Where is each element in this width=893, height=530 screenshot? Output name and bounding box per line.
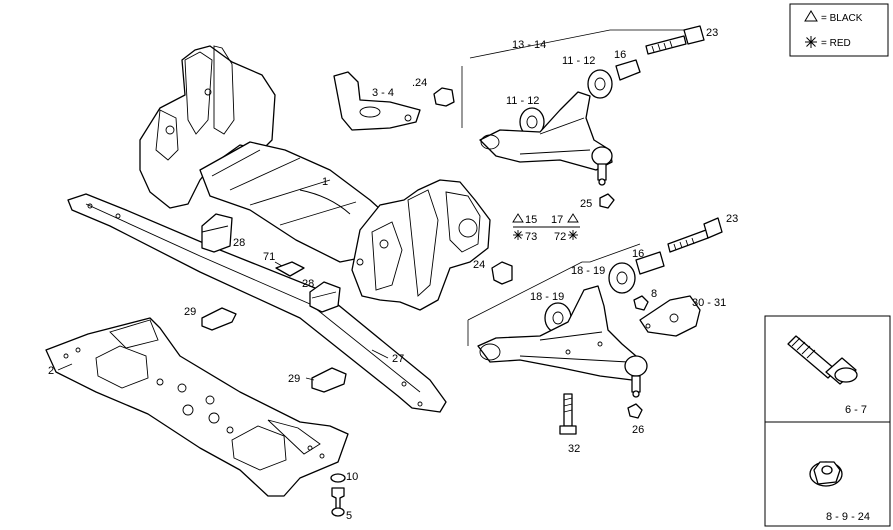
legend-black-label: = BLACK [821, 13, 863, 24]
callout-8-9-24: 8 - 9 - 24 [826, 511, 870, 523]
shim-plate-71 [275, 261, 305, 277]
callout-16-top: 16 [614, 49, 626, 61]
rubber-pad-29a [201, 307, 237, 331]
washer-10 [330, 473, 346, 483]
callout-28b: 28 [302, 278, 314, 290]
lower-control-arm [477, 285, 645, 381]
callout-30-31: 30 - 31 [692, 297, 726, 309]
nut-26 [627, 403, 643, 419]
leader-2 [57, 363, 73, 371]
flange-nut-drawing [809, 461, 843, 487]
callout-6-7: 6 - 7 [845, 404, 867, 416]
callout-23-bottom: 23 [726, 213, 738, 225]
callout-23-top: 23 [706, 27, 718, 39]
rubber-bumper-28a [201, 213, 233, 253]
asterisk-icon [568, 230, 578, 240]
bracket-30-31 [639, 295, 701, 337]
callout-5: 5 [346, 510, 352, 522]
callout-15: 15 [525, 214, 537, 226]
callout-29b: 29 [288, 373, 300, 385]
callout-13-14: 13 - 14 [512, 39, 546, 51]
asterisk-icon [513, 230, 523, 240]
callout-73: 73 [525, 231, 537, 243]
lower-sleeve-16 [635, 251, 665, 275]
callout-2: 2 [48, 365, 54, 377]
stabilizer-bar [67, 193, 447, 413]
callout-11-12-mid: 11 - 12 [506, 95, 539, 107]
detail-box-nut: 8 - 9 - 24 [764, 421, 891, 527]
legend-red-label: = RED [821, 38, 851, 49]
lower-bolt-23 [667, 217, 723, 253]
upper-bushing-11-12 [587, 69, 613, 99]
callout-17: 17 [551, 214, 563, 226]
nut-24-bottom [491, 261, 513, 285]
callout-10: 10 [346, 471, 358, 483]
callout-18-19-b: 18 - 19 [530, 291, 564, 303]
callout-8: 8 [651, 288, 657, 300]
nut-25 [599, 193, 615, 209]
triangle-icon [512, 213, 524, 223]
callout-32: 32 [568, 443, 580, 455]
leader-13-14 [469, 29, 702, 59]
leader-71 [274, 261, 283, 267]
leader-29b [305, 377, 315, 381]
nut-24-top [433, 87, 455, 107]
bolt-32 [559, 393, 577, 435]
callout-27: 27 [392, 353, 404, 365]
rubber-pad-29b [311, 367, 347, 393]
leader-27 [371, 349, 389, 359]
callout-29a: 29 [184, 306, 196, 318]
lower-ball-joint [624, 355, 648, 398]
callout-16-bottom: 16 [632, 248, 644, 260]
triangle-icon [567, 213, 579, 223]
leader-kit [467, 243, 641, 346]
upper-ball-joint [591, 146, 613, 186]
callout-18-19-a: 18 - 19 [571, 265, 605, 277]
nut-8 [633, 295, 649, 311]
callout-72: 72 [554, 231, 566, 243]
callout-24-top: .24 [412, 77, 427, 89]
triangle-icon [804, 10, 818, 22]
callout-28a: 28 [233, 237, 245, 249]
asterisk-icon [805, 36, 817, 48]
flange-bolt-drawing [787, 335, 858, 385]
skid-plate [45, 317, 349, 497]
upper-bolt-23 [645, 25, 705, 55]
bolt-5 [331, 487, 345, 517]
callout-26: 26 [632, 424, 644, 436]
callout-11-12-top: 11 - 12 [562, 55, 595, 67]
rubber-bumper-28b [309, 281, 341, 313]
legend-box [789, 3, 889, 57]
callout-3-4: 3 - 4 [372, 87, 394, 99]
kit-note: 15 17 73 72 [512, 213, 580, 243]
crossmember-frame [139, 45, 491, 311]
callout-71: 71 [263, 251, 275, 263]
lower-bushing-18-19-a [608, 262, 636, 294]
upper-sleeve-16 [615, 59, 641, 81]
callout-24-bottom: 24 [473, 259, 485, 271]
callout-25: 25 [580, 198, 592, 210]
detail-box-bolt: 6 - 7 [764, 315, 891, 423]
legend: = BLACK = RED [789, 3, 889, 57]
upper-control-arm [479, 91, 613, 171]
bracket-3-4 [333, 71, 421, 131]
callout-1: 1 [322, 176, 328, 188]
